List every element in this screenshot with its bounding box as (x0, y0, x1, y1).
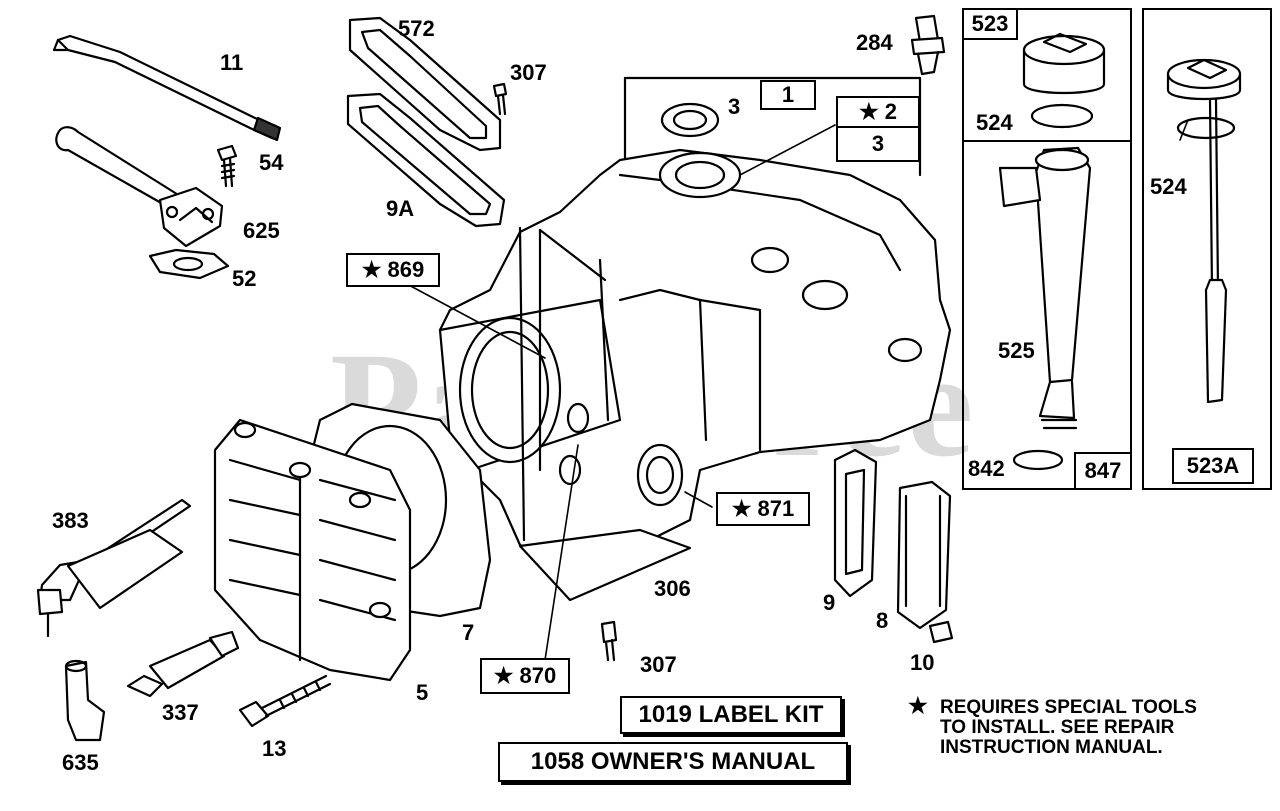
dipstick-523a-drawing (1166, 58, 1242, 404)
label-7: 7 (462, 620, 475, 645)
label-box-870: ★ 870 (480, 658, 570, 694)
label-337: 337 (162, 700, 199, 725)
label-8: 8 (876, 608, 889, 633)
screw-54-drawing (216, 144, 238, 188)
label-box-1: 1 (760, 80, 816, 110)
fill-tube-525-drawing (998, 146, 1092, 471)
plug-284-drawing (910, 14, 946, 76)
crankcase-drawing (438, 148, 952, 562)
breather-tube-383-drawing (36, 498, 192, 638)
label-11: 11 (220, 50, 244, 75)
label-box-847: 847 (1074, 452, 1132, 490)
screw-307a-drawing (492, 82, 508, 116)
label-842: 842 (968, 456, 1005, 481)
label-525: 525 (998, 338, 1035, 363)
screw-307b-drawing (600, 620, 618, 662)
seal-3-drawing (660, 102, 720, 138)
label-306: 306 (654, 576, 691, 601)
label-54: 54 (259, 150, 284, 175)
label-572: 572 (398, 16, 435, 41)
cylinder-head-5-drawing (213, 418, 412, 682)
cap-523-drawing (1022, 32, 1106, 129)
dipstick-tube-11-drawing (52, 34, 282, 142)
elbow-635-drawing (64, 659, 106, 742)
gasket-52-drawing (148, 248, 230, 280)
panel-divider (962, 140, 1132, 142)
banner-owners-manual: 1058 OWNER'S MANUAL (498, 742, 848, 782)
label-625: 625 (243, 218, 280, 243)
note-line-1: REQUIRES SPECIAL TOOLS (940, 697, 1197, 718)
spark-plug-337-drawing (126, 630, 240, 698)
label-box-2: ★ 2 (836, 96, 920, 128)
label-635: 635 (62, 750, 99, 775)
label-box-871: ★ 871 (716, 492, 810, 526)
kit-bracket (623, 76, 922, 177)
label-524-left: 524 (976, 110, 1013, 135)
label-box-523: 523 (962, 8, 1018, 40)
label-13: 13 (262, 736, 287, 761)
bolt-13-drawing (238, 674, 332, 728)
label-307-bottom: 307 (640, 652, 677, 677)
label-box-523a: 523A (1172, 448, 1254, 484)
label-5: 5 (416, 680, 429, 705)
label-box-869: ★ 869 (346, 253, 440, 287)
label-9a: 9A (386, 196, 415, 221)
label-9: 9 (823, 590, 836, 615)
gasket-9a-drawing (346, 92, 506, 228)
tube-625-drawing (55, 126, 224, 248)
label-284: 284 (856, 30, 893, 55)
label-10: 10 (910, 650, 935, 675)
label-524-right: 524 (1150, 174, 1187, 199)
label-52: 52 (232, 266, 257, 291)
screw-10-drawing (928, 620, 954, 644)
panel-523a (1142, 8, 1272, 490)
note-star-icon: ★ (908, 693, 928, 718)
gasket-9-drawing (833, 448, 878, 598)
label-383: 383 (52, 508, 89, 533)
cover-8-drawing (896, 480, 952, 630)
leader-lines (404, 119, 1189, 661)
note-line-2: TO INSTALL. SEE REPAIR (940, 717, 1175, 738)
label-3-seal: 3 (728, 94, 741, 119)
panel-523-847 (962, 8, 1132, 490)
gasket-572-drawing (348, 16, 502, 152)
label-box-3: 3 (836, 128, 920, 162)
label-307-top: 307 (510, 60, 547, 85)
banner-label-kit: 1019 LABEL KIT (620, 696, 842, 734)
note-line-3: INSTRUCTION MANUAL. (940, 737, 1163, 758)
